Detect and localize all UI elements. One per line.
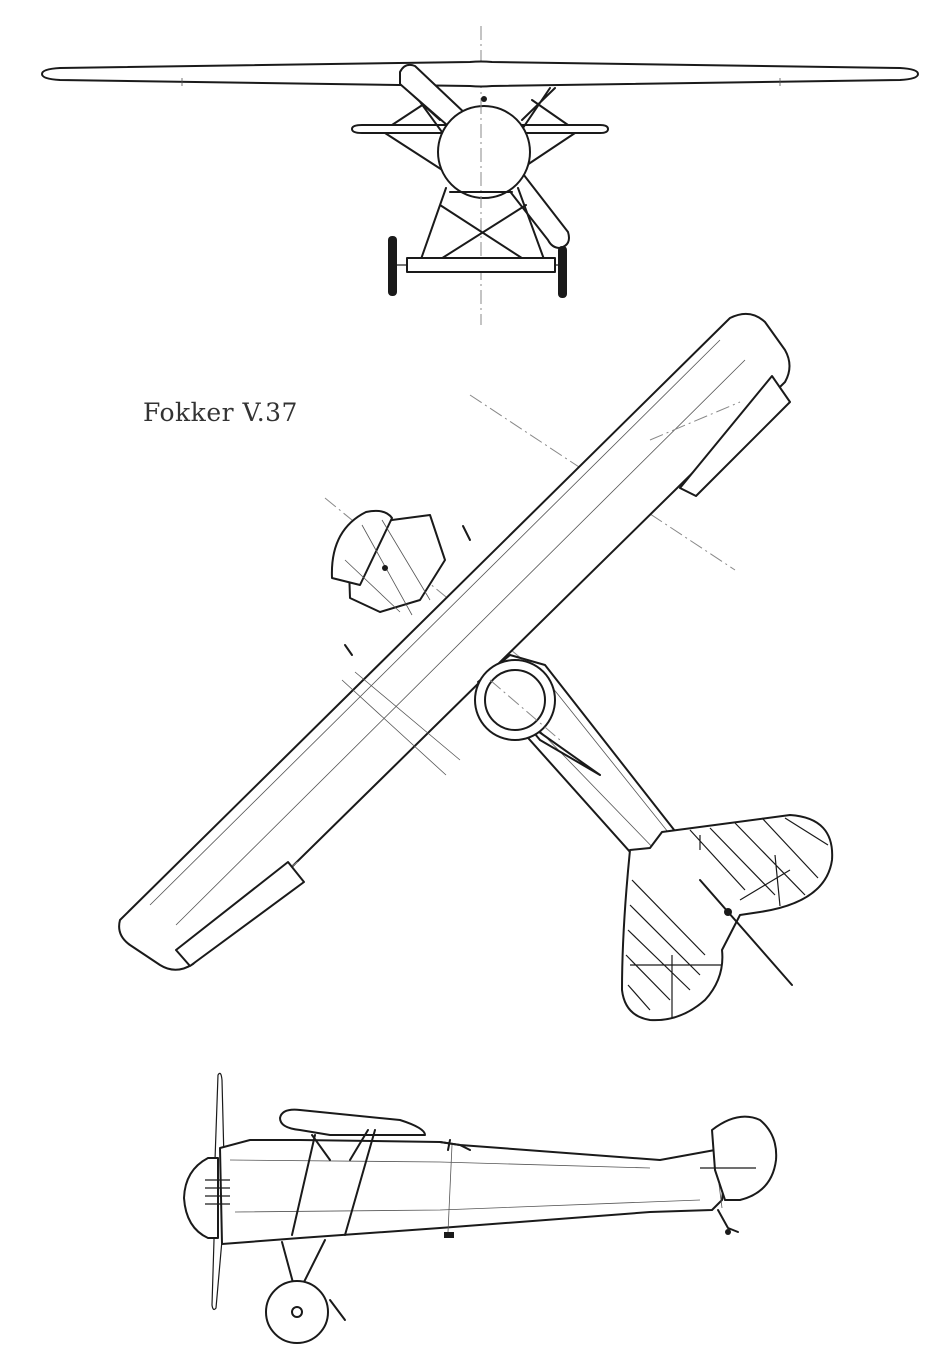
top-lower-wing-tip [330, 509, 393, 586]
top-tail-skid [699, 879, 793, 986]
side-nose-spinner [183, 1157, 219, 1239]
top-horizontal-tail [621, 814, 834, 1022]
front-undercarriage-struts [419, 187, 546, 263]
front-upper-wing [41, 60, 919, 88]
top-right-aileron [679, 375, 791, 497]
top-tail-ribs [625, 817, 829, 1018]
side-tail-skid [717, 1209, 739, 1233]
top-cowling [474, 659, 556, 741]
front-axle [406, 257, 556, 273]
side-fuselage [219, 1139, 726, 1245]
front-cowling [437, 105, 531, 199]
side-view [183, 1072, 778, 1344]
front-right-wheel [558, 246, 567, 298]
front-view [41, 26, 919, 325]
top-view [118, 312, 834, 1022]
side-rudder [711, 1115, 778, 1201]
side-cabane-struts [291, 1129, 376, 1236]
top-left-aileron [175, 861, 305, 967]
aircraft-title: Fokker V.37 [143, 398, 298, 427]
side-upper-wing [279, 1108, 426, 1136]
front-left-wheel [388, 236, 397, 296]
side-wheel [265, 1280, 329, 1344]
top-upper-wing [118, 312, 791, 971]
side-propeller [211, 1072, 225, 1311]
